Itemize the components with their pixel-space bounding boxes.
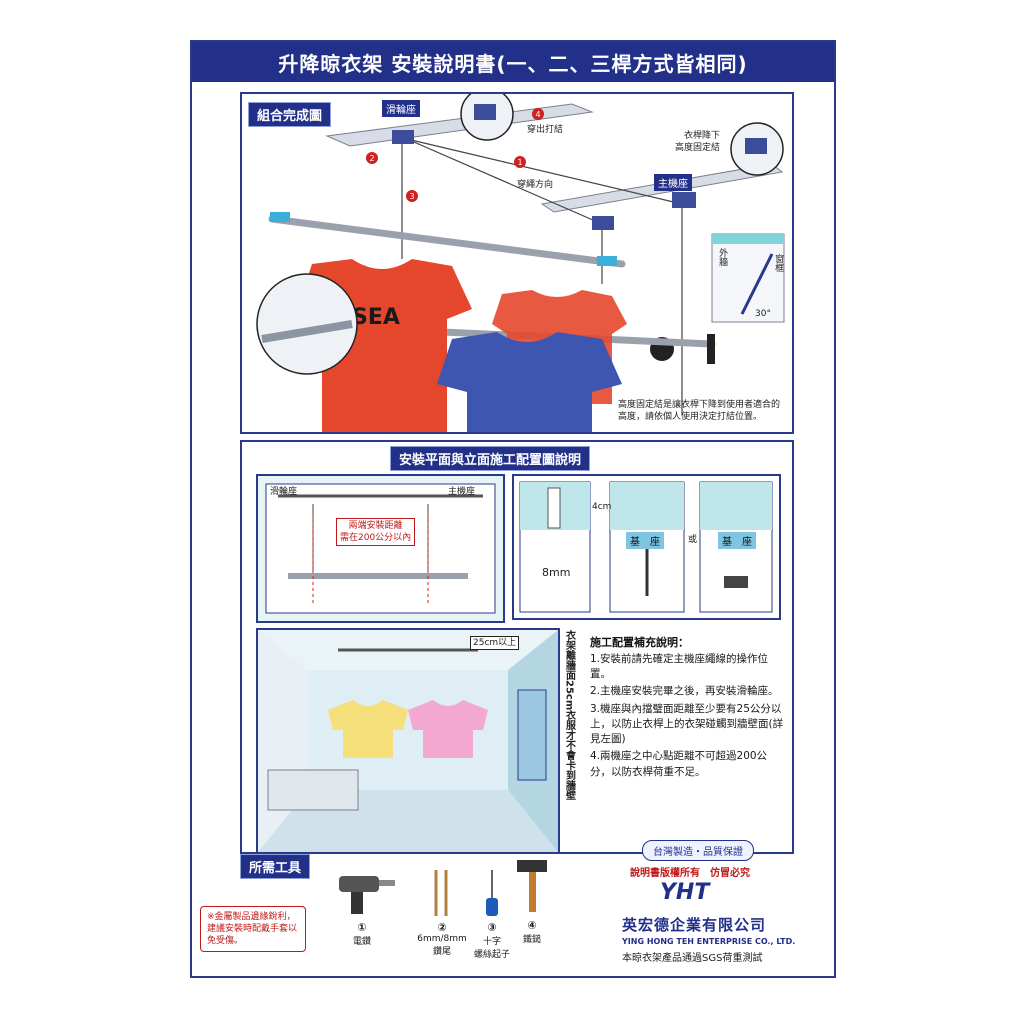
pulley-seat [592, 216, 614, 230]
tool-hammer: ④ 鐵鎚 [492, 856, 572, 945]
thread-knot-label: 穿出打結 [527, 125, 564, 135]
tool-name: 鐵鎚 [522, 935, 541, 945]
hole-dia-label: 8mm [542, 566, 571, 579]
hammer-icon [517, 860, 547, 912]
elevation-pulley-label: 滑輪座 [270, 487, 298, 497]
main-seat-tag: 主機座 [654, 174, 692, 191]
instruction-sheet: 升降晾衣架 安裝說明書(一、二、三桿方式皆相同) 組合完成圖 [190, 40, 836, 978]
room-perspective: 25cm以上 [256, 628, 560, 854]
safety-warning: ※金屬製品邊緣銳利，建議安裝時配戴手套以免受傷。 [200, 906, 306, 953]
pulley-seat-tag: 滑輪座 [382, 100, 420, 117]
tool-screwdriver: ③ 十字 螺絲起子 [452, 868, 532, 960]
drilling-detail: 4cm 8mm 基 座 或 基 座 [512, 474, 781, 620]
assembly-panel: 組合完成圖 SEA [240, 92, 794, 434]
tools-label: 所需工具 [240, 854, 311, 879]
tool-name: 十字 螺絲起子 [473, 937, 510, 960]
blue-tshirt [437, 332, 622, 432]
rod-lower-note: 衣桿降下 高度固定結 [674, 131, 720, 154]
drill-bit-icon [434, 870, 448, 916]
plan-panel: 安裝平面與立面施工配置圖說明 滑輪座 主機座 兩端安裝距離 需在200公分以內 [240, 440, 794, 854]
or-label: 或 [688, 535, 698, 545]
tool-number: ② [437, 921, 447, 934]
tool-number: ③ [487, 921, 497, 934]
supplement-list: 1.安裝前請先確定主機座繩線的操作位置。 2.主機座安裝完畢之後，再安裝滑輪座。… [590, 652, 785, 782]
vertical-wall-note: 衣架離牆面25cm衣服才不會卡到牆壁 [563, 630, 575, 801]
side-a-label: 外牆 [717, 248, 728, 266]
step-3-marker: 3 [406, 190, 418, 202]
tool-drill: ① 電鑽 [322, 868, 402, 947]
supplement-item: 2.主機座安裝完畢之後，再安裝滑輪座。 [590, 685, 779, 698]
supplement-item: 3.機座與內擋璧面距離至少要有25公分以上，以防止衣桿上的衣架碰觸到牆壁面(詳見… [590, 702, 784, 746]
tool-number: ① [357, 921, 367, 934]
tool-name: 6mm/8mm 鑽尾 [417, 934, 467, 957]
hole-depth-label: 4cm [592, 502, 612, 512]
pink-blouse [408, 700, 488, 758]
screwdriver-icon [486, 870, 498, 916]
assembly-illustration: SEA [256, 94, 785, 432]
supplement-item: 4.兩機座之中心點距離不可超過200公分，以防衣桿荷重不足。 [590, 750, 768, 778]
pulley-seat [392, 130, 414, 144]
window-bracket-detail [711, 233, 785, 323]
plan-label: 安裝平面與立面施工配置圖說明 [390, 446, 591, 471]
front-elevation: 滑輪座 主機座 兩端安裝距離 需在200公分以內 [256, 474, 505, 623]
step-2-marker: 2 [366, 152, 378, 164]
wall-gap-label: 25cm以上 [470, 636, 520, 651]
distance-note: 兩端安裝距離 需在200公分以內 [336, 518, 416, 547]
side-b-label: 窗框 [773, 254, 784, 272]
drill-icon [339, 876, 395, 914]
company-name-en: YING HONG TEH ENTERPRISE CO., LTD. [622, 937, 796, 946]
supplement-title: 施工配置補充說明： [590, 636, 689, 649]
sgs-note: 本晾衣架產品通過SGS荷重測試 [622, 953, 763, 964]
step-1-marker: 1 [514, 156, 526, 168]
tool-name: 電鑽 [352, 937, 371, 947]
hanger-detail-inset [256, 273, 358, 375]
tool-number: ④ [527, 919, 537, 932]
tool-drill-bit: ② 6mm/8mm 鑽尾 [402, 868, 482, 957]
company-logo: YHT [660, 880, 710, 905]
company-name-cn: 英宏德企業有限公司 [622, 916, 767, 934]
rope-direction-label: 穿繩方向 [517, 180, 554, 190]
base-label-1: 基 座 [626, 532, 664, 549]
step-4-marker: 4 [532, 108, 544, 120]
made-in-taiwan-badge: 台灣製造・品質保證 [642, 840, 754, 861]
yellow-blouse [328, 700, 408, 758]
main-seat [672, 192, 696, 208]
supplement-item: 1.安裝前請先確定主機座繩線的操作位置。 [590, 653, 769, 681]
angle-label: 30° [755, 309, 771, 319]
base-label-2: 基 座 [718, 532, 756, 549]
svg-text:SEA: SEA [352, 305, 400, 330]
page-title: 升降晾衣架 安裝說明書(一、二、三桿方式皆相同) [192, 42, 834, 82]
elevation-main-label: 主機座 [448, 487, 476, 497]
copyright-notice: 說明書版權所有 仿冒必究 [630, 868, 750, 879]
assembly-label: 組合完成圖 [248, 102, 332, 127]
company-block: 英宏德企業有限公司 YING HONG TEH ENTERPRISE CO., … [622, 914, 822, 964]
height-note: 高度固定結是讓衣桿下降到使用者適合的高度，請依個人使用決定打結位置。 [618, 400, 781, 423]
